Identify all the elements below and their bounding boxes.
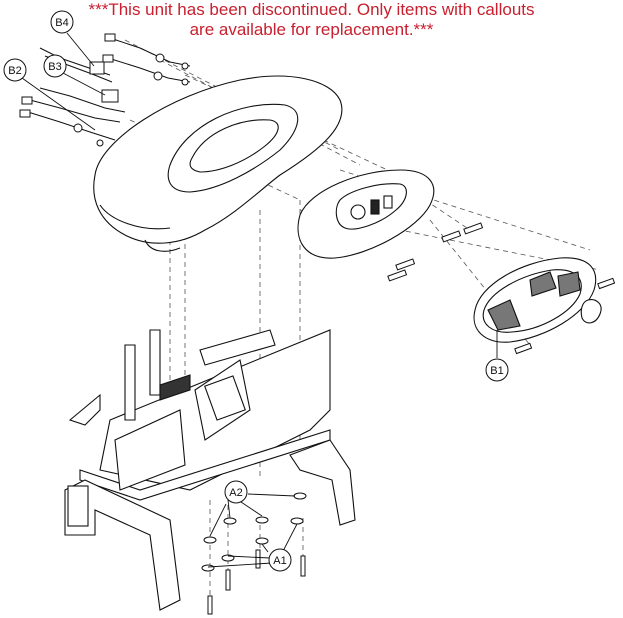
callout-b1: B1 (485, 358, 509, 382)
base-frame (68, 329, 331, 501)
discontinued-notice: ***This unit has been discontinued. Only… (0, 0, 623, 40)
base-legs (64, 439, 356, 611)
console-shroud (93, 75, 343, 252)
wire-harness-group (19, 33, 191, 147)
mounting-bracket (68, 393, 101, 426)
harness-cable-right-2 (107, 57, 191, 83)
controller-box-left (114, 409, 186, 491)
harness-cable-b2-upper (29, 99, 121, 123)
svg-text:A2: A2 (229, 487, 242, 499)
harness-cable-right-1 (109, 37, 191, 67)
notice-line-1: ***This unit has been discontinued. Only… (88, 0, 535, 19)
callout-a1: A1 (268, 548, 292, 572)
screws (387, 222, 616, 355)
callout-b3: B3 (43, 54, 67, 78)
control-panel-housing (297, 169, 435, 259)
svg-text:A1: A1 (273, 555, 286, 567)
harness-cable-b2-lower (27, 111, 116, 141)
control-module (194, 359, 251, 441)
svg-text:B2: B2 (8, 65, 21, 77)
callout-b2: B2 (3, 58, 27, 82)
callout-b4: B4 (50, 10, 74, 34)
svg-text:B4: B4 (55, 17, 68, 29)
svg-text:B3: B3 (48, 61, 61, 73)
harness-cable-b3 (39, 87, 126, 113)
switch-b3 (101, 89, 119, 103)
callout-a2: A2 (224, 480, 248, 504)
notice-line-2: are available for replacement.*** (189, 20, 434, 39)
keypad-b1 (473, 257, 602, 343)
svg-text:B1: B1 (490, 365, 503, 377)
